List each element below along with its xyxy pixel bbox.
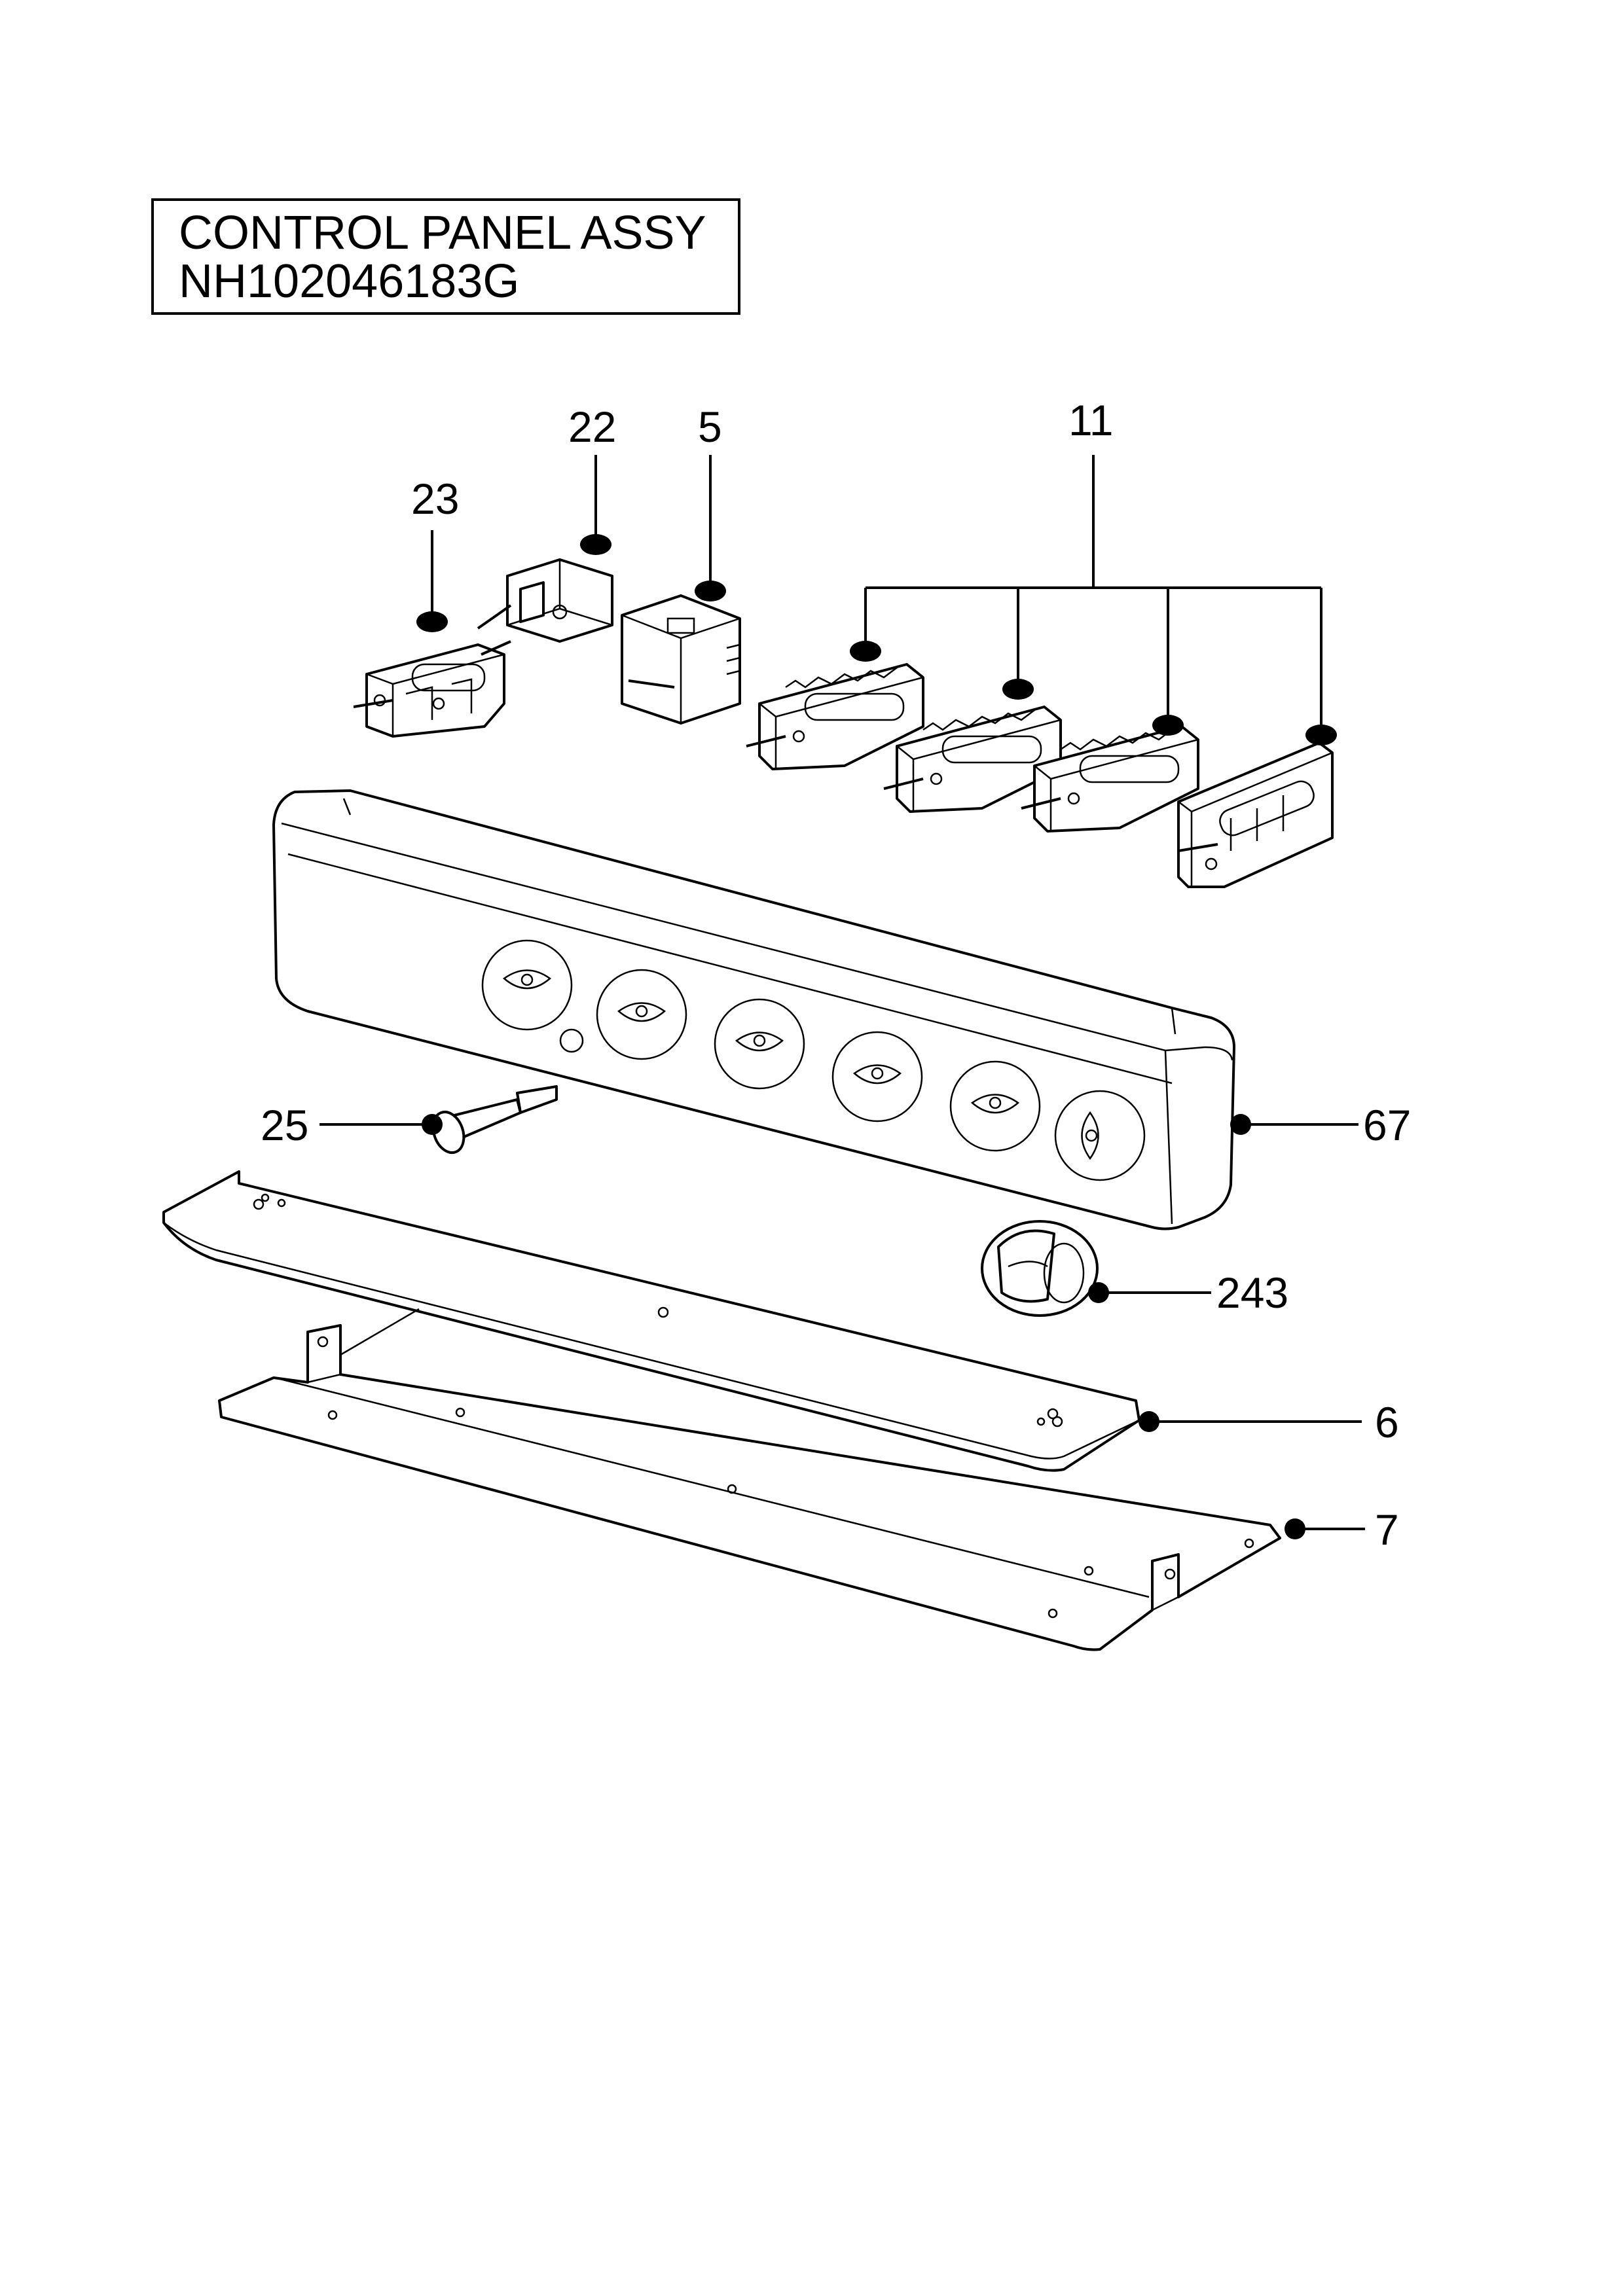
callout-dot-5	[695, 581, 726, 601]
leader-11-bracket	[864, 455, 1322, 730]
callout-dot-67	[1230, 1114, 1251, 1135]
part-23-switch	[353, 640, 511, 738]
title-box: CONTROL PANEL ASSY NH102046183G	[151, 198, 740, 315]
assembly-part-number: NH102046183G	[179, 255, 520, 308]
assembly-name: CONTROL PANEL ASSY	[179, 207, 706, 259]
callout-5: 5	[698, 403, 722, 451]
callout-7: 7	[1375, 1505, 1399, 1554]
callout-243: 243	[1216, 1268, 1288, 1317]
part-25-indicator-lamp	[431, 1085, 558, 1154]
callout-25: 25	[261, 1101, 308, 1149]
part-11-switch-d	[1177, 742, 1334, 888]
part-11-switch-c	[1021, 725, 1199, 833]
callout-dot-11a	[850, 641, 881, 662]
part-11-switch-a	[746, 663, 924, 770]
callout-dot-243	[1088, 1282, 1109, 1303]
callout-dot-11d	[1305, 725, 1337, 745]
part-6-trim-plate	[162, 1170, 1140, 1472]
part-22-thermostat	[477, 558, 613, 643]
part-5-regulator	[621, 594, 741, 725]
part-243-control-knob	[981, 1220, 1099, 1317]
callout-dot-6	[1139, 1411, 1159, 1432]
callout-dot-7	[1285, 1518, 1305, 1539]
callout-23: 23	[411, 475, 459, 523]
callout-dot-11b	[1002, 679, 1034, 700]
callout-dot-11c	[1152, 715, 1184, 736]
callout-dot-23	[416, 611, 448, 632]
callout-67: 67	[1363, 1101, 1411, 1149]
part-11-switch-b	[883, 706, 1062, 813]
callout-dot-25	[422, 1114, 443, 1135]
callout-6: 6	[1375, 1398, 1399, 1446]
part-7-support-plate	[218, 1308, 1281, 1651]
callout-11: 11	[1068, 396, 1114, 444]
callout-dot-22	[580, 534, 611, 555]
callout-22: 22	[568, 403, 616, 451]
part-67-control-panel	[272, 789, 1235, 1230]
